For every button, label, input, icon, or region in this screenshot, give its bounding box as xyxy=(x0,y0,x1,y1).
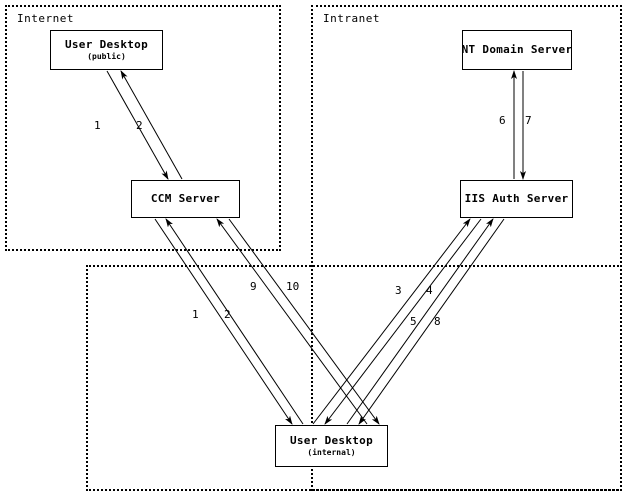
zone-label-internet: Internet xyxy=(17,12,74,25)
node-ccm-server[interactable]: CCM Server xyxy=(131,180,240,218)
edge-step-label: 10 xyxy=(286,280,300,293)
edge-step-label: 6 xyxy=(499,114,506,127)
node-title: CCM Server xyxy=(150,191,221,205)
edge-step-label: 2 xyxy=(136,119,143,132)
zone-label-intranet: Intranet xyxy=(323,12,380,25)
node-nt-domain-server[interactable]: NT Domain Server xyxy=(462,30,572,70)
zone-internet xyxy=(5,5,281,251)
node-title: User Desktop xyxy=(64,38,149,52)
node-subtitle: (internal) xyxy=(307,447,356,457)
node-title: IIS Auth Server xyxy=(464,191,569,205)
node-user-desktop-internal[interactable]: User Desktop (internal) xyxy=(275,425,388,467)
edge-step-label: 5 xyxy=(410,315,417,328)
edge-step-label: 1 xyxy=(192,308,199,321)
edge-step-label: 9 xyxy=(250,280,257,293)
node-iis-auth-server[interactable]: IIS Auth Server xyxy=(460,180,573,218)
edge-step-label: 4 xyxy=(426,284,433,297)
edge-step-label: 2 xyxy=(224,308,231,321)
edge-step-label: 3 xyxy=(395,284,402,297)
node-title: NT Domain Server xyxy=(461,42,573,56)
edge-step-label: 7 xyxy=(525,114,532,127)
node-subtitle: (public) xyxy=(87,51,126,61)
edge-step-label: 8 xyxy=(434,315,441,328)
node-user-desktop-public[interactable]: User Desktop (public) xyxy=(50,30,163,70)
node-title: User Desktop xyxy=(289,434,374,448)
edge-step-label: 1 xyxy=(94,119,101,132)
